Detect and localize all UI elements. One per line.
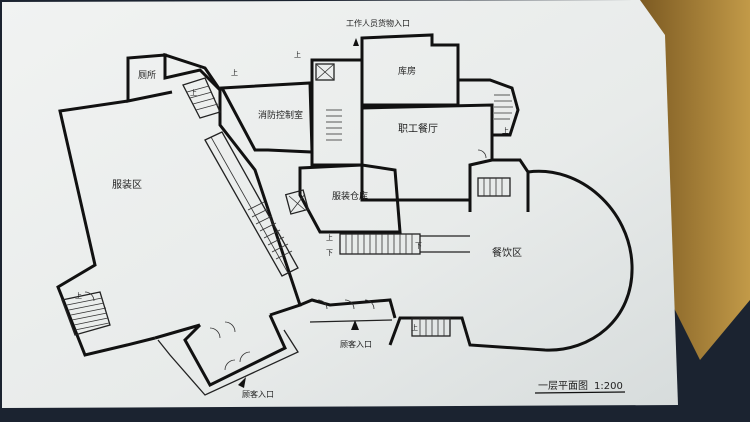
plan-title: 一层平面图 bbox=[538, 380, 588, 392]
entrance-vestibule bbox=[183, 314, 287, 387]
label-storage: 库房 bbox=[398, 65, 416, 77]
main-stair bbox=[339, 233, 421, 255]
elevator-upper-x2 bbox=[315, 63, 335, 81]
south-wall bbox=[299, 298, 397, 319]
stair-southeast-treads bbox=[419, 318, 445, 336]
stair-southwest-treads bbox=[66, 297, 110, 331]
label-fire-control: 消防控制室 bbox=[258, 109, 303, 121]
fire-control-room bbox=[219, 81, 314, 154]
stair-east bbox=[477, 177, 511, 197]
stair-restroom bbox=[182, 77, 221, 119]
entrance-arrow-bottom-icon bbox=[238, 377, 246, 388]
main-stair-treads bbox=[345, 234, 413, 254]
label-dining-area: 餐饮区 bbox=[492, 246, 522, 259]
clothing-storage-room bbox=[298, 163, 402, 234]
entrance-canopy-outline bbox=[157, 329, 299, 396]
label-clothing-store: 服装仓库 bbox=[332, 190, 368, 202]
escalator-treads bbox=[247, 201, 293, 260]
core-stair-treads bbox=[326, 109, 342, 141]
restroom-wall bbox=[163, 52, 222, 91]
paper-sheet bbox=[2, 0, 678, 408]
escalator bbox=[204, 131, 299, 277]
service-area-wall bbox=[126, 53, 302, 317]
label-staff-entrance: 工作人员货物入口 bbox=[346, 18, 410, 28]
stair-restroom-treads bbox=[186, 85, 219, 111]
elevator-lower-x2 bbox=[290, 193, 306, 213]
label-customer-entrance-bottom: 顾客入口 bbox=[242, 389, 274, 399]
stair-southeast bbox=[411, 317, 451, 337]
elevator-upper bbox=[315, 63, 335, 81]
mark-down-main: 下 bbox=[326, 249, 333, 257]
storage-room bbox=[360, 33, 460, 107]
entrance-arrows bbox=[238, 38, 359, 388]
stair-southwest bbox=[61, 291, 111, 336]
elevator-lower bbox=[284, 189, 310, 215]
dining-area-wall bbox=[388, 158, 634, 352]
right-stair-tower bbox=[458, 78, 520, 137]
right-stair-treads bbox=[494, 94, 513, 120]
mark-up-southwest: 上 bbox=[75, 291, 82, 300]
door-swings bbox=[84, 149, 487, 371]
entrance-arrow-staff-icon bbox=[353, 38, 359, 46]
label-service-area: 服装区 bbox=[112, 178, 142, 191]
entrance-canopy bbox=[309, 319, 393, 323]
elevator-lower-x1 bbox=[288, 195, 306, 211]
service-area-west-wall bbox=[56, 99, 156, 357]
plan-scale: 1:200 bbox=[594, 381, 623, 392]
stair-east-treads bbox=[483, 178, 503, 196]
service-area-south-wall bbox=[154, 323, 201, 340]
label-staff-dining: 职工餐厅 bbox=[398, 122, 438, 135]
mark-up-right-tower: 上 bbox=[502, 126, 509, 135]
label-restroom: 厕所 bbox=[138, 70, 156, 81]
mark-up-core: 上 bbox=[294, 50, 301, 59]
entrance-arrow-center-icon bbox=[351, 320, 359, 330]
label-customer-entrance-center: 顾客入口 bbox=[340, 339, 372, 349]
mark-down-main-right: 下 bbox=[415, 242, 422, 250]
mark-up-top: 上 bbox=[231, 68, 238, 77]
mark-up-southeast: 上 bbox=[411, 323, 418, 332]
title-underline bbox=[534, 391, 626, 394]
mark-up-main: 上 bbox=[326, 233, 333, 242]
mark-up-restroom: 上 bbox=[190, 88, 197, 97]
staff-dining-room bbox=[360, 103, 494, 202]
